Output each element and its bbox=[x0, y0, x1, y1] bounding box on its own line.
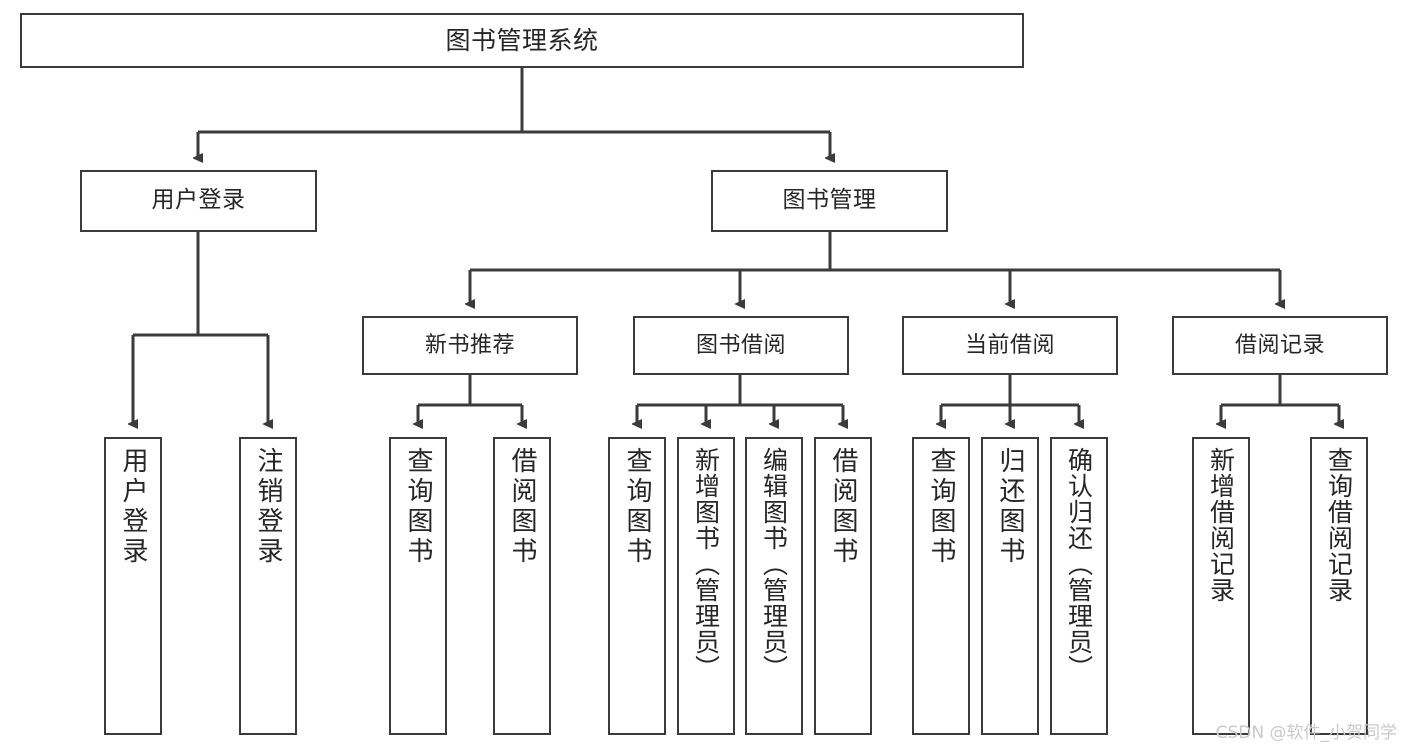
node-label: 图书借阅 bbox=[695, 332, 786, 358]
node-user-login[interactable]: 用户登录 bbox=[80, 170, 317, 232]
node-borrow-records[interactable]: 借阅记录 bbox=[1172, 316, 1388, 375]
node-label: 图书管理 bbox=[782, 187, 877, 214]
leaf-borrow-book-recommend[interactable]: 借阅图书 bbox=[493, 437, 551, 735]
node-current-borrow[interactable]: 当前借阅 bbox=[902, 316, 1118, 375]
node-root-system[interactable]: 图书管理系统 bbox=[20, 13, 1024, 68]
node-label: 借阅图书 bbox=[507, 447, 537, 567]
node-label: 查询图书 bbox=[403, 447, 433, 567]
leaf-query-borrow-record[interactable]: 查询借阅记录 bbox=[1310, 437, 1368, 735]
node-label: 确认归还（管理员） bbox=[1064, 447, 1094, 681]
node-book-management[interactable]: 图书管理 bbox=[711, 170, 948, 232]
node-label: 归还图书 bbox=[995, 447, 1025, 567]
node-label: 当前借阅 bbox=[964, 332, 1055, 358]
node-label: 图书管理系统 bbox=[445, 25, 599, 55]
node-label: 查询图书 bbox=[622, 447, 652, 567]
node-label: 新书推荐 bbox=[424, 332, 515, 358]
leaf-borrow-book[interactable]: 借阅图书 bbox=[814, 437, 872, 735]
node-label: 编辑图书（管理员） bbox=[759, 447, 789, 681]
node-label: 用户登录 bbox=[151, 187, 246, 214]
node-label: 查询图书 bbox=[926, 447, 956, 567]
csdn-watermark: CSDN @软件_小贺同学 bbox=[1215, 723, 1397, 743]
node-label: 查询借阅记录 bbox=[1324, 447, 1354, 603]
leaf-return-book[interactable]: 归还图书 bbox=[981, 437, 1039, 735]
node-book-borrow[interactable]: 图书借阅 bbox=[633, 316, 849, 375]
leaf-add-borrow-record[interactable]: 新增借阅记录 bbox=[1192, 437, 1250, 735]
node-label: 用户登录 bbox=[118, 447, 148, 567]
leaf-add-book-admin[interactable]: 新增图书（管理员） bbox=[677, 437, 735, 735]
leaf-user-login[interactable]: 用户登录 bbox=[104, 437, 162, 735]
node-label: 新增图书（管理员） bbox=[691, 447, 721, 681]
leaf-confirm-return-admin[interactable]: 确认归还（管理员） bbox=[1050, 437, 1108, 735]
leaf-query-book-recommend[interactable]: 查询图书 bbox=[389, 437, 447, 735]
leaf-logout[interactable]: 注销登录 bbox=[239, 437, 297, 735]
node-label: 新增借阅记录 bbox=[1206, 447, 1236, 603]
leaf-query-book-borrow[interactable]: 查询图书 bbox=[608, 437, 666, 735]
node-label: 借阅图书 bbox=[828, 447, 858, 567]
node-label: 注销登录 bbox=[253, 447, 283, 567]
node-new-book-recommend[interactable]: 新书推荐 bbox=[362, 316, 578, 375]
leaf-edit-book-admin[interactable]: 编辑图书（管理员） bbox=[745, 437, 803, 735]
node-label: 借阅记录 bbox=[1234, 332, 1325, 358]
leaf-query-book-current[interactable]: 查询图书 bbox=[912, 437, 970, 735]
